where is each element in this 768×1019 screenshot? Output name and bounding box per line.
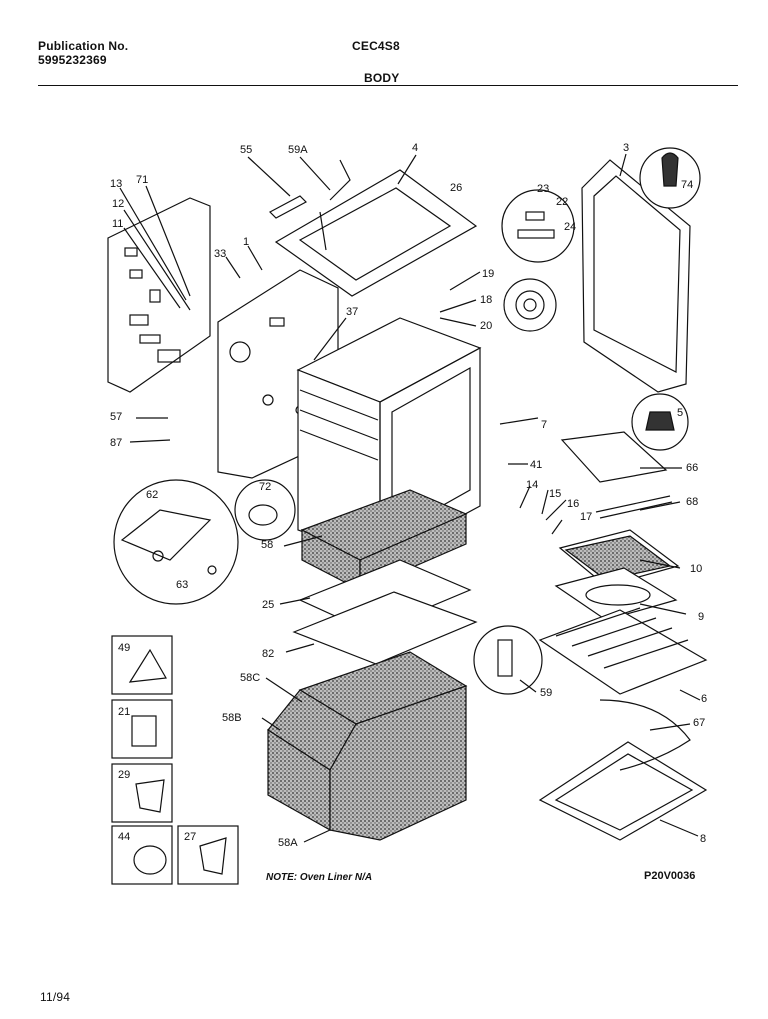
part-label: 72 bbox=[259, 481, 271, 493]
part-label: 11 bbox=[112, 218, 123, 230]
part-label: 26 bbox=[450, 182, 462, 194]
part-label: 19 bbox=[482, 268, 494, 280]
part-label: 18 bbox=[480, 294, 492, 306]
part-label: 41 bbox=[530, 459, 542, 471]
drawing-id: P20V0036 bbox=[644, 870, 696, 882]
part-label: 66 bbox=[686, 462, 698, 474]
part-label: 44 bbox=[118, 831, 130, 843]
part-label: 58A bbox=[278, 837, 298, 849]
revision-date: 11/94 bbox=[40, 990, 71, 1004]
publication-label: Publication No. bbox=[38, 39, 129, 53]
part-label: 14 bbox=[526, 479, 538, 491]
part-label: 74 bbox=[681, 179, 693, 191]
model-number: CEC4S8 bbox=[352, 39, 400, 53]
part-label: 12 bbox=[112, 198, 124, 210]
part-label: 87 bbox=[110, 437, 122, 449]
part-label: 49 bbox=[118, 642, 130, 654]
part-label: 58C bbox=[240, 672, 260, 684]
part-label: 67 bbox=[693, 717, 705, 729]
part-label: 33 bbox=[214, 248, 226, 260]
part-label: 3 bbox=[623, 142, 629, 154]
part-label: 37 bbox=[346, 306, 358, 318]
part-label: 59 bbox=[540, 687, 552, 699]
part-label: 7 bbox=[541, 419, 547, 431]
part-label: 23 bbox=[537, 183, 549, 195]
part-label: 82 bbox=[262, 648, 274, 660]
part-label: 6 bbox=[701, 693, 707, 705]
part-label: 10 bbox=[690, 563, 702, 575]
part-label: 24 bbox=[564, 221, 576, 233]
part-label: 13 bbox=[110, 178, 122, 190]
part-label: 4 bbox=[412, 142, 418, 154]
part-label: 58 bbox=[261, 539, 273, 551]
part-label: 8 bbox=[700, 833, 706, 845]
part-label: 27 bbox=[184, 831, 196, 843]
part-label: 9 bbox=[698, 611, 704, 623]
part-label: 29 bbox=[118, 769, 130, 781]
part-label: 58B bbox=[222, 712, 242, 724]
part-label: 22 bbox=[556, 196, 568, 208]
oven-liner-note: NOTE: Oven Liner N/A bbox=[266, 872, 373, 883]
part-label: 17 bbox=[580, 511, 592, 523]
diagram-drawing bbox=[107, 147, 708, 885]
part-label: 16 bbox=[567, 498, 579, 510]
part-label: 21 bbox=[118, 706, 130, 718]
part-labels: 55 59A 4 3 74 13 71 26 23 22 24 12 11 33… bbox=[110, 142, 707, 849]
part-label: 62 bbox=[146, 489, 158, 501]
part-label: 71 bbox=[136, 174, 148, 186]
part-label: 68 bbox=[686, 496, 698, 508]
part-label: 55 bbox=[240, 144, 252, 156]
part-label: 5 bbox=[677, 407, 683, 419]
part-label: 59A bbox=[288, 144, 308, 156]
publication-number: 5995232369 bbox=[38, 53, 107, 67]
part-label: 57 bbox=[110, 411, 122, 423]
part-label: 63 bbox=[176, 579, 188, 591]
header-rule bbox=[38, 85, 738, 86]
part-label: 15 bbox=[549, 488, 561, 500]
part-label: 20 bbox=[480, 320, 492, 332]
section-title: BODY bbox=[364, 71, 400, 85]
part-label: 1 bbox=[243, 236, 249, 248]
part-label: 25 bbox=[262, 599, 274, 611]
